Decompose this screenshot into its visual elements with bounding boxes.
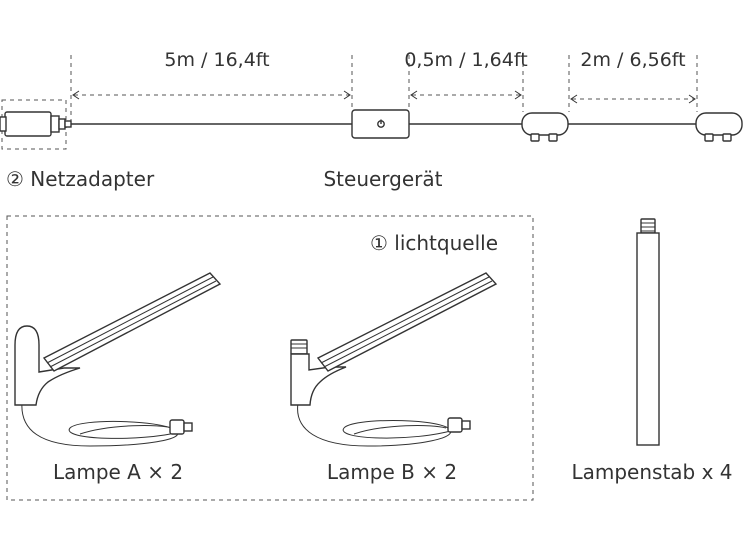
cable-run: 5m / 16,4ft 0,5m / 1,64ft 2m / 6,56ft [0, 49, 743, 191]
adapter-label: ② Netzadapter [6, 167, 155, 191]
dimension-label-third: 2m / 6,56ft [580, 49, 685, 71]
light-source-label: ① lichtquelle [370, 231, 498, 255]
dimension-arrow-third [570, 94, 696, 104]
lamp-stick-label: Lampenstab x 4 [571, 460, 732, 484]
dimension-arrow-first [72, 90, 351, 100]
controller-label: Steuergerät [323, 167, 442, 191]
lamp-a [14, 272, 222, 447]
dimension-arrow-second [410, 90, 522, 100]
lamp-stick [636, 218, 660, 446]
light-source-frame [6, 215, 534, 501]
power-adapter [0, 99, 72, 150]
lamp-a-label: Lampe A × 2 [53, 460, 183, 484]
lamp-b-label: Lampe B × 2 [327, 460, 457, 484]
splitter-connector-1 [521, 112, 569, 142]
controller-box [351, 109, 410, 139]
splitter-connector-2 [695, 112, 743, 142]
light-source-group: ① lichtquelle Lampe A × 2 [6, 215, 534, 501]
lamp-b [290, 272, 498, 447]
dimension-label-second: 0,5m / 1,64ft [404, 49, 527, 71]
dimension-label-first: 5m / 16,4ft [164, 49, 269, 71]
